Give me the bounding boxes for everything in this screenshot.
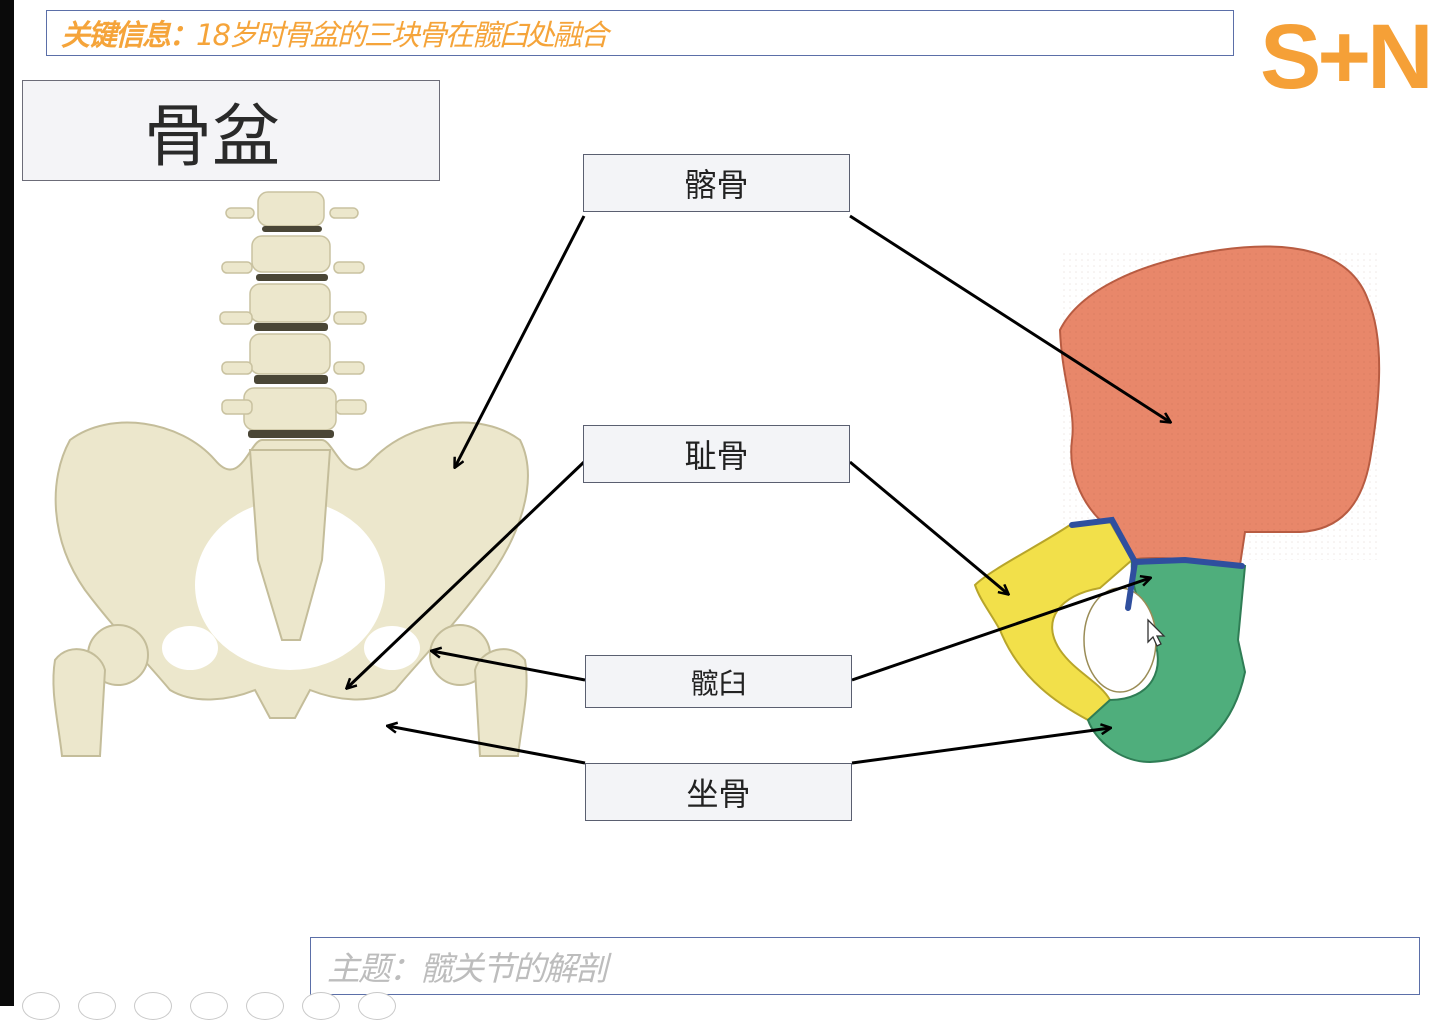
label-ischium: 坐骨 xyxy=(585,763,852,821)
mouse-cursor-icon xyxy=(1147,618,1166,647)
pelvis-skeleton-illustration xyxy=(52,191,529,757)
toolbar-button-slides[interactable] xyxy=(190,992,228,1020)
key-info-text: 18岁时骨盆的三块骨在髋臼处融合 xyxy=(196,18,609,52)
toolbar-button-subtitles[interactable] xyxy=(302,992,340,1020)
toolbar-button-next[interactable] xyxy=(78,992,116,1020)
topic-footer: 主题：髋关节的解剖 xyxy=(310,937,1420,995)
arrow-ilium-right xyxy=(849,214,1170,422)
toolbar-button-more[interactable] xyxy=(358,992,396,1020)
brand-logo: S+N xyxy=(1260,6,1430,108)
toolbar-button-zoom[interactable] xyxy=(246,992,284,1020)
label-ilium: 髂骨 xyxy=(583,154,850,212)
slide-toolbar xyxy=(18,992,418,1020)
arrow-acetabulum-left xyxy=(432,651,586,682)
key-info-label: 关键信息： xyxy=(61,18,198,52)
leader-arrows xyxy=(347,214,1170,765)
label-acetabulum: 髋臼 xyxy=(585,655,852,708)
window-edge xyxy=(0,0,14,1006)
arrow-acetabulum-right xyxy=(851,578,1150,682)
toolbar-button-pen[interactable] xyxy=(134,992,172,1020)
arrow-pubis-right xyxy=(849,460,1008,594)
key-info-banner: 关键信息： 18岁时骨盆的三块骨在髋臼处融合 xyxy=(46,10,1234,56)
arrow-ischium-right xyxy=(851,728,1110,765)
slide-title: 骨盆 xyxy=(22,80,440,181)
arrow-pubis-left xyxy=(347,460,586,688)
arrow-ischium-left xyxy=(388,726,586,765)
toolbar-button-prev[interactable] xyxy=(22,992,60,1020)
hip-bone-lateral-illustration xyxy=(973,245,1381,764)
label-pubis: 耻骨 xyxy=(583,425,850,483)
arrow-ilium-left xyxy=(455,215,586,467)
